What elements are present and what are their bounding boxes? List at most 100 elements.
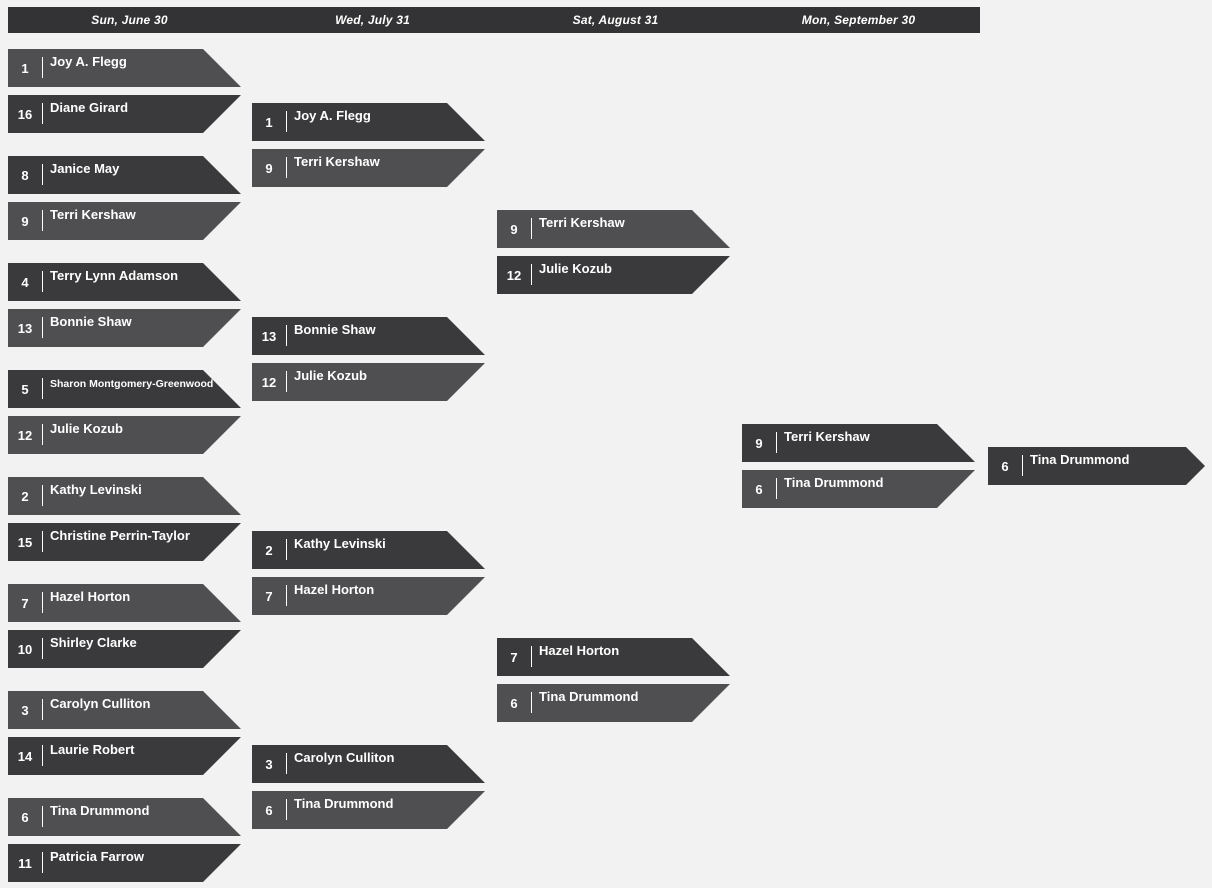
player-name: Terri Kershaw [539, 215, 625, 230]
player-name: Bonnie Shaw [50, 314, 132, 329]
player-name: Tina Drummond [294, 796, 394, 811]
player-name: Tina Drummond [1030, 452, 1130, 467]
seed-number: 12 [261, 374, 277, 390]
bracket-entry[interactable]: 6 Tina Drummond [8, 798, 241, 836]
bracket-entry[interactable]: 7 Hazel Horton [252, 577, 485, 615]
player-name: Joy A. Flegg [294, 108, 371, 123]
seed-number: 2 [21, 488, 29, 504]
seed-divider [42, 271, 43, 292]
bracket-entry[interactable]: 13 Bonnie Shaw [252, 317, 485, 355]
round-date-label: Sat, August 31 [572, 13, 659, 27]
bracket-entry[interactable]: 1 Joy A. Flegg [252, 103, 485, 141]
seed-number: 6 [510, 695, 518, 711]
seed-number: 12 [17, 427, 33, 443]
seed-divider [42, 638, 43, 659]
seed-divider [286, 753, 287, 774]
seed-divider [286, 111, 287, 132]
player-name: Tina Drummond [539, 689, 639, 704]
seed-divider [286, 799, 287, 820]
seed-number: 9 [265, 160, 273, 176]
seed-number: 1 [265, 114, 273, 130]
bracket-entry[interactable]: 9 Terri Kershaw [252, 149, 485, 187]
seed-divider [531, 646, 532, 667]
seed-divider [776, 432, 777, 453]
bracket-entry[interactable]: 13 Bonnie Shaw [8, 309, 241, 347]
player-name: Diane Girard [50, 100, 129, 115]
seed-divider [286, 539, 287, 560]
seed-number: 15 [17, 534, 33, 550]
player-name: Bonnie Shaw [294, 322, 376, 337]
seed-divider [42, 699, 43, 720]
seed-divider [286, 585, 287, 606]
player-name: Terri Kershaw [294, 154, 380, 169]
seed-number: 5 [21, 381, 29, 397]
seed-divider [42, 806, 43, 827]
seed-divider [42, 317, 43, 338]
player-name: Christine Perrin-Taylor [50, 528, 190, 543]
seed-number: 6 [755, 481, 763, 497]
seed-number: 13 [261, 328, 277, 344]
seed-divider [531, 692, 532, 713]
player-name: Carolyn Culliton [50, 696, 151, 711]
seed-divider [42, 852, 43, 873]
bracket-entry[interactable]: 6 Tina Drummond [252, 791, 485, 829]
seed-divider [531, 264, 532, 285]
seed-divider [531, 218, 532, 239]
seed-divider [42, 164, 43, 185]
champion-entry[interactable]: 6 Tina Drummond [988, 447, 1205, 485]
seed-number: 14 [17, 748, 33, 764]
seed-divider [42, 592, 43, 613]
bracket-entry[interactable]: 6 Tina Drummond [497, 684, 730, 722]
player-name: Sharon Montgomery-Greenwood [50, 378, 214, 390]
seed-number: 2 [265, 542, 273, 558]
bracket-entry[interactable]: 3 Carolyn Culliton [8, 691, 241, 729]
bracket-entry[interactable]: 2 Kathy Levinski [252, 531, 485, 569]
player-name: Shirley Clarke [50, 635, 137, 650]
bracket-entry[interactable]: 12 Julie Kozub [8, 416, 241, 454]
seed-divider [42, 424, 43, 445]
seed-divider [42, 57, 43, 78]
bracket-entry[interactable]: 5 Sharon Montgomery-Greenwood [8, 370, 241, 408]
seed-divider [42, 210, 43, 231]
seed-number: 6 [21, 809, 29, 825]
seed-number: 3 [21, 702, 29, 718]
seed-number: 13 [17, 320, 33, 336]
seed-divider [286, 371, 287, 392]
bracket-entry[interactable]: 10 Shirley Clarke [8, 630, 241, 668]
seed-divider [776, 478, 777, 499]
bracket-entry[interactable]: 15 Christine Perrin-Taylor [8, 523, 241, 561]
player-name: Kathy Levinski [294, 536, 386, 551]
player-name: Joy A. Flegg [50, 54, 127, 69]
seed-number: 10 [17, 641, 33, 657]
player-name: Janice May [50, 161, 120, 176]
player-name: Hazel Horton [539, 643, 620, 658]
seed-number: 12 [506, 267, 522, 283]
round-date-label: Wed, July 31 [335, 13, 410, 27]
player-name: Hazel Horton [294, 582, 375, 597]
seed-divider [42, 103, 43, 124]
player-name: Julie Kozub [50, 421, 123, 436]
seed-number: 7 [265, 588, 273, 604]
seed-divider [286, 157, 287, 178]
player-name: Tina Drummond [50, 803, 150, 818]
seed-number: 6 [1001, 458, 1009, 474]
seed-number: 6 [265, 802, 273, 818]
seed-divider [42, 745, 43, 766]
seed-divider [286, 325, 287, 346]
